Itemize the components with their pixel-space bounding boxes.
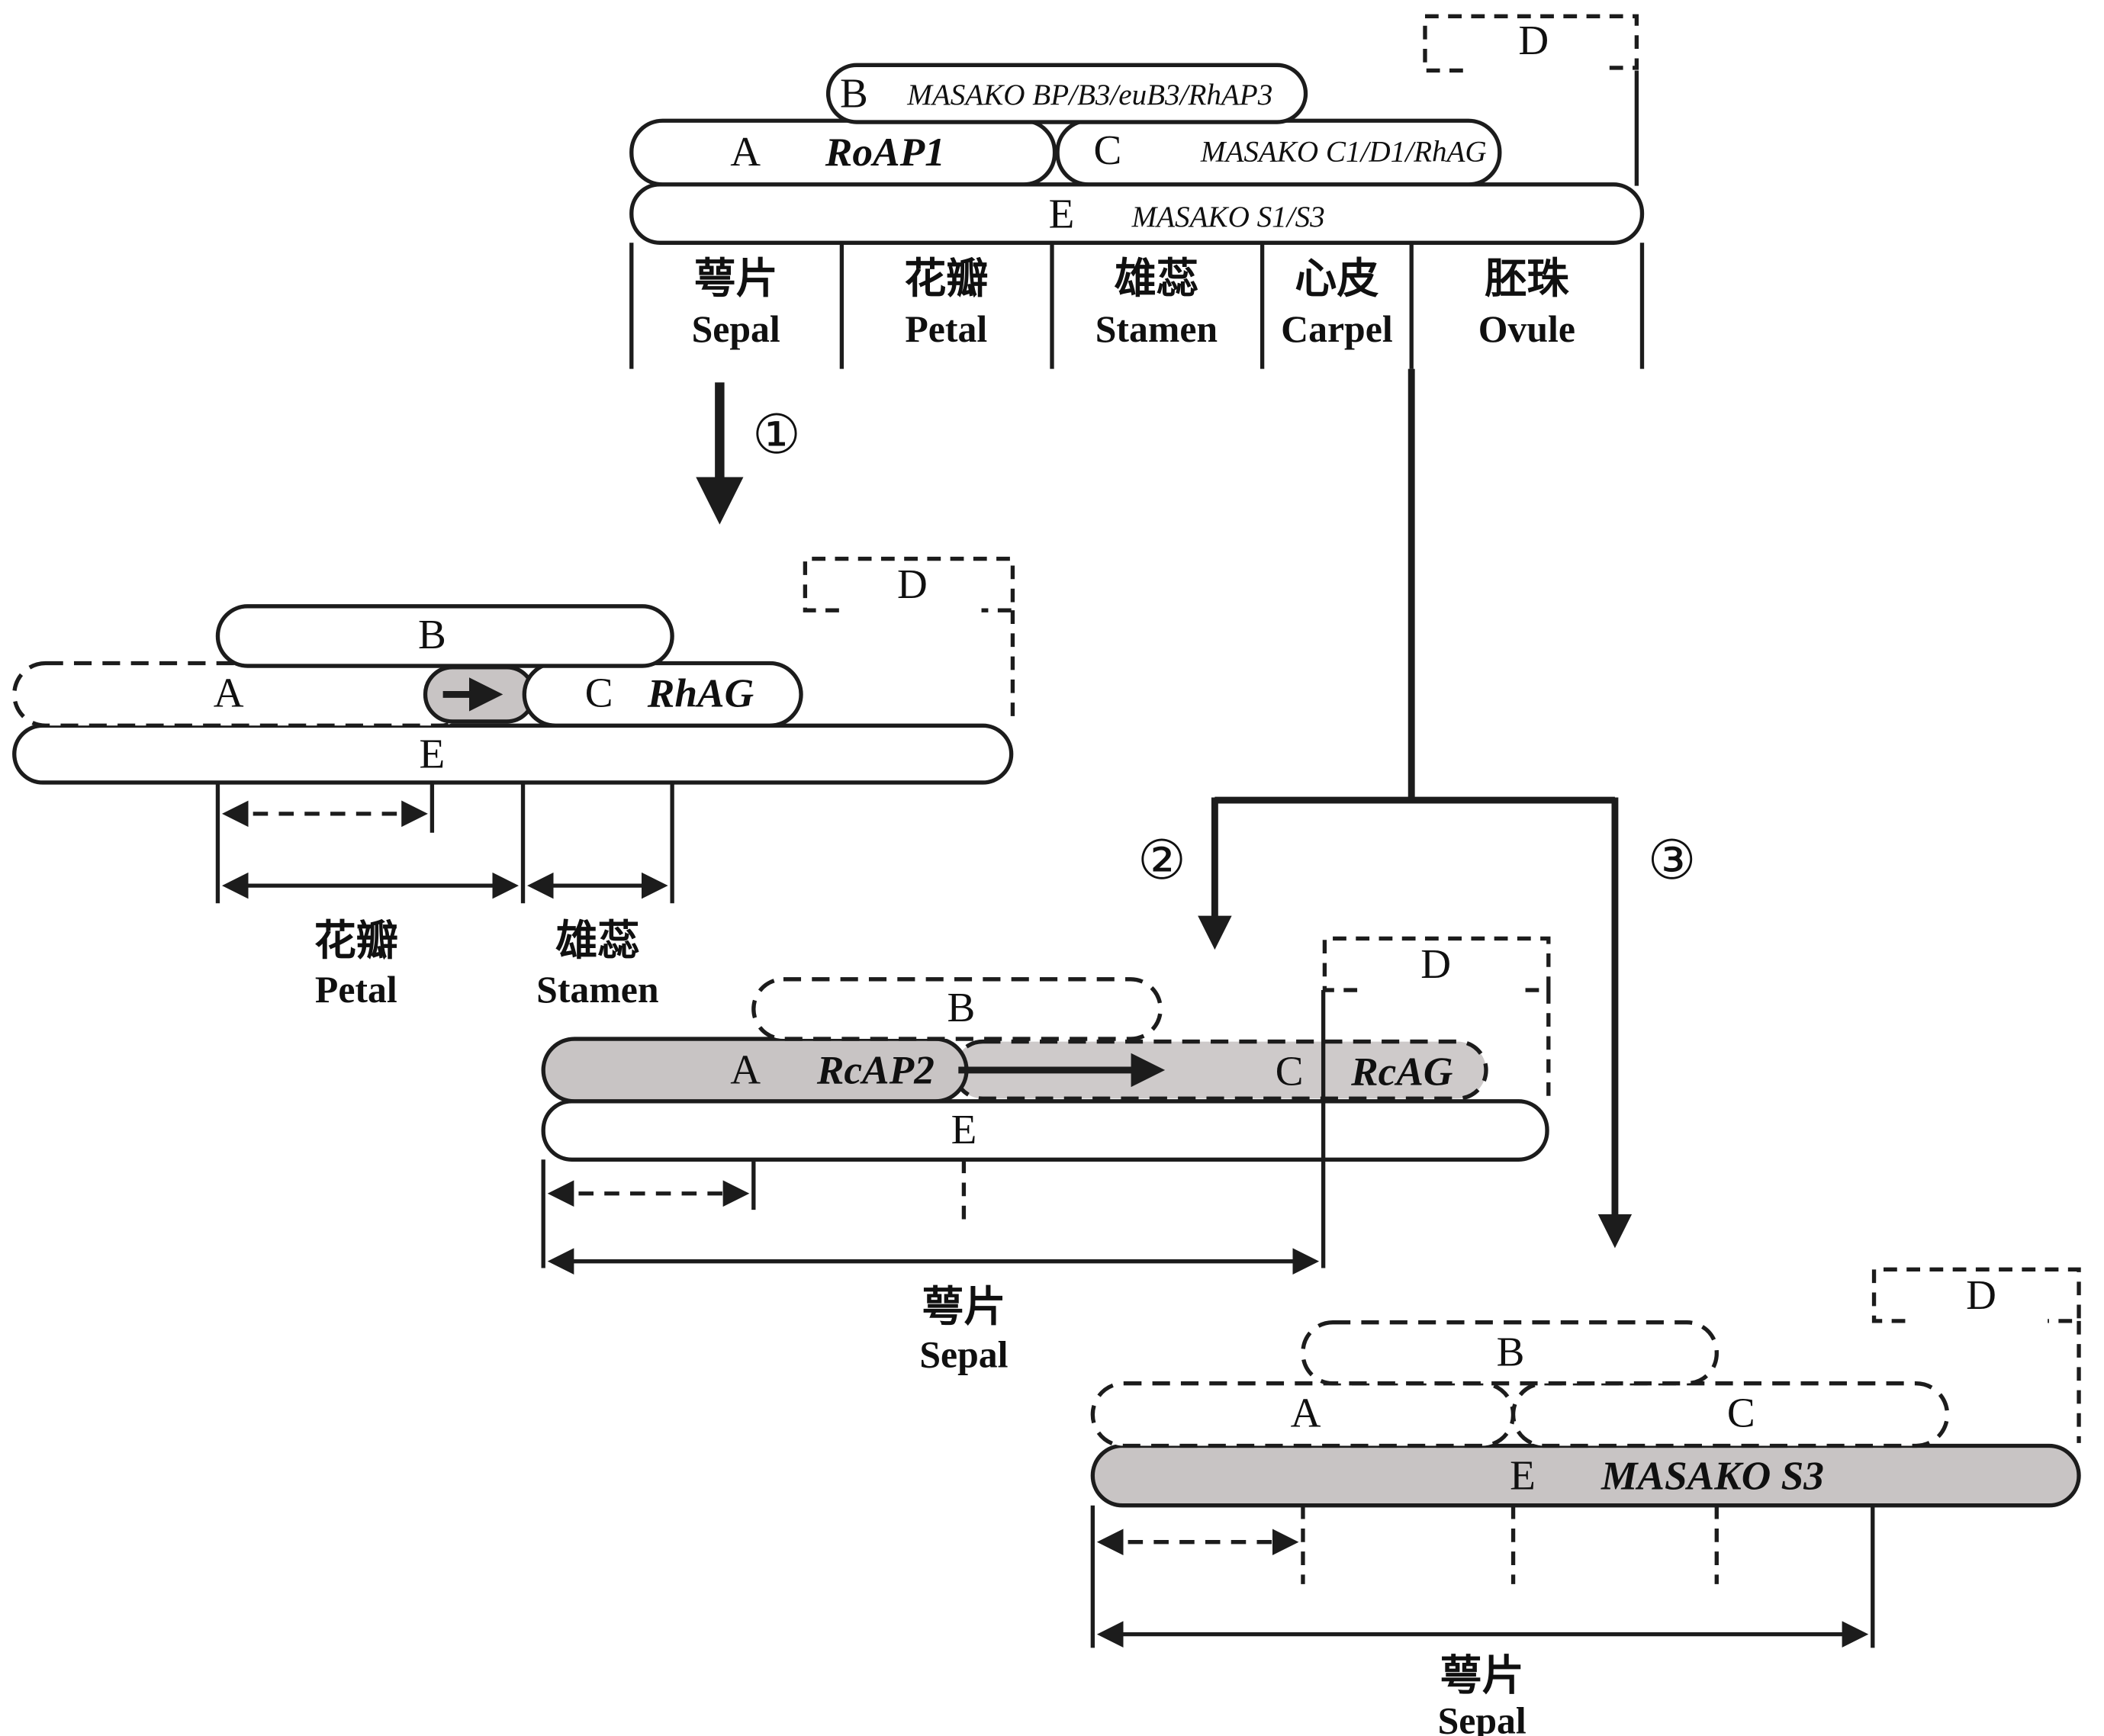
d-bracket (803, 556, 1015, 612)
step1-number: ① (752, 403, 801, 466)
panel-masako-s3: D B A C E MASAKO S3 萼片 Sepal (1090, 1267, 2081, 1736)
step2-number: ② (1137, 828, 1186, 892)
whorl-label-en: Carpel (1281, 308, 1393, 350)
top-e-label: E (1049, 191, 1075, 237)
e-box (541, 1099, 1549, 1162)
b-label: B (947, 984, 975, 1030)
top-e-gene: MASAKO S1/S3 (1131, 201, 1325, 233)
panel-rhag: D B A C RhAG E 花瓣 Petal 雄蕊 Stamen (12, 556, 1015, 1011)
top-b-label: B (840, 69, 868, 116)
range-label-en: Sepal (919, 1333, 1008, 1375)
c-box (522, 661, 803, 728)
c-label: C (1727, 1390, 1755, 1436)
d-label: D (1420, 940, 1451, 987)
e-label: E (1510, 1451, 1536, 1498)
c-label: C (1276, 1048, 1304, 1095)
whorl-label-en: Petal (905, 308, 987, 350)
c-gene: RhAG (647, 670, 754, 715)
e-box-gray (1090, 1443, 2081, 1508)
panel-top: B MASAKO BP/B3/euB3/RhAP3 A RoAP1 C MASA… (629, 14, 1645, 369)
a-label: A (1291, 1390, 1321, 1436)
whorl-label-zh: 雄蕊 (1115, 255, 1198, 302)
b-box-dashed (751, 977, 1163, 1041)
flow-arrows: ① ② ③ (696, 368, 1697, 1249)
a-label: A (214, 669, 244, 715)
a-label: A (730, 1046, 761, 1093)
range-label-en: Sepal (1438, 1699, 1527, 1736)
b-box-dashed (1301, 1320, 1719, 1386)
a-gene: RcAP2 (816, 1047, 935, 1093)
c-gene: RcAG (1350, 1049, 1453, 1095)
top-d-bracket (1423, 14, 1639, 73)
c-box-dashed (1510, 1381, 1950, 1448)
top-b-gene: MASAKO BP/B3/euB3/RhAP3 (906, 79, 1272, 111)
range-label-en: Stamen (536, 969, 658, 1011)
e-gene: MASAKO S3 (1601, 1452, 1824, 1498)
e-label: E (420, 730, 446, 776)
range-label-zh: 萼片 (922, 1283, 1005, 1330)
whorl-label-zh: 萼片 (694, 255, 778, 302)
whorl-label-en: Ovule (1478, 308, 1575, 350)
b-label: B (418, 611, 446, 657)
whorl-label-en: Stamen (1095, 308, 1218, 350)
b-box (215, 604, 674, 668)
whorl-label-zh: 胚珠 (1485, 255, 1569, 302)
top-d-label: D (1518, 17, 1549, 63)
top-c-gene: MASAKO C1/D1/RhAG (1200, 136, 1487, 169)
d-label: D (897, 561, 928, 607)
whorl-label-zh: 花瓣 (904, 255, 988, 302)
d-label: D (1966, 1271, 1996, 1318)
range-label-en: Petal (315, 969, 397, 1011)
top-a-label: A (730, 128, 761, 175)
top-a-gene: RoAP1 (825, 129, 945, 175)
range-label-zh: 雄蕊 (555, 917, 639, 964)
b-label: B (1497, 1329, 1525, 1375)
top-b-box (825, 63, 1308, 124)
d-bracket (1871, 1267, 2081, 1323)
c-label: C (585, 669, 613, 715)
panel-rcap2: D B A RcAP2 C RcAG E 萼片 Sepal (541, 936, 1551, 1375)
step3-number: ③ (1648, 828, 1697, 892)
range-label-zh: 萼片 (1440, 1652, 1524, 1699)
whorl-label-zh: 心皮 (1295, 255, 1379, 302)
e-label: E (951, 1106, 977, 1153)
d-bracket (1322, 936, 1551, 992)
range-label-zh: 花瓣 (314, 917, 398, 964)
e-box (12, 723, 1014, 785)
whorl-label-en: Sepal (692, 308, 780, 350)
top-c-label: C (1094, 127, 1122, 173)
